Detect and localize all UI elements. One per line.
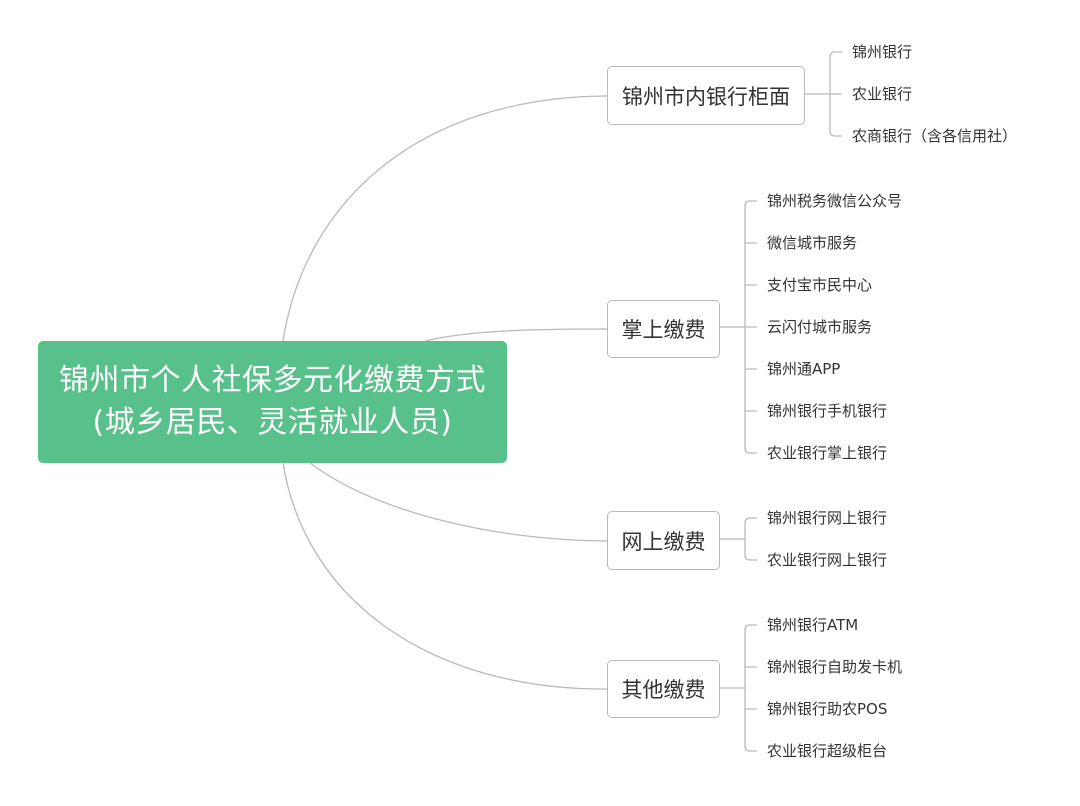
leaf-item: 锦州银行网上银行 [767,509,888,527]
branch-label: 锦州市内银行柜面 [622,84,790,109]
root-title-line1: 锦州市个人社保多元化缴费方式 [59,363,486,398]
branch-mobile-payment: 掌上缴费 [607,300,720,358]
leaf-item: 农业银行网上银行 [767,551,888,569]
branch-label: 网上缴费 [621,529,706,554]
root-title-line2: (城乡居民、灵活就业人员) [92,405,453,440]
leaf-item: 农业银行超级柜台 [767,742,888,760]
branch-online-payment: 网上缴费 [607,511,720,570]
leaf-item: 微信城市服务 [767,234,858,252]
branch-label: 其他缴费 [621,678,706,702]
bracket-branch-4-trunk [744,624,757,752]
connector-root-branch-2 [424,328,608,342]
connector-root-branch-4 [282,462,608,690]
leaf-item: 锦州银行手机银行 [767,402,888,420]
leaf-item: 农业银行掌上银行 [767,444,888,462]
leaf-item: 锦州税务微信公众号 [767,192,903,210]
bracket-branch-3-trunk [744,517,757,561]
leaf-item: 锦州通APP [767,360,841,378]
branch-other-payment: 其他缴费 [607,660,720,718]
leaf-item: 锦州银行ATM [767,616,859,634]
branch-bank-counter: 锦州市内银行柜面 [607,66,805,125]
connector-root-branch-1 [282,95,608,342]
branch-label: 掌上缴费 [621,318,706,342]
leaf-item: 农商银行（含各信用社） [852,127,1018,145]
leaf-item: 农业银行 [852,85,913,103]
leaf-item: 锦州银行助农POS [767,700,888,718]
leaf-item: 支付宝市民中心 [767,276,873,294]
leaf-item: 锦州银行自助发卡机 [767,658,903,676]
root-topic: 锦州市个人社保多元化缴费方式 (城乡居民、灵活就业人员) [38,341,507,463]
connector-root-branch-3 [309,462,608,542]
leaf-item: 锦州银行 [852,43,913,61]
leaf-item: 云闪付城市服务 [767,318,873,336]
